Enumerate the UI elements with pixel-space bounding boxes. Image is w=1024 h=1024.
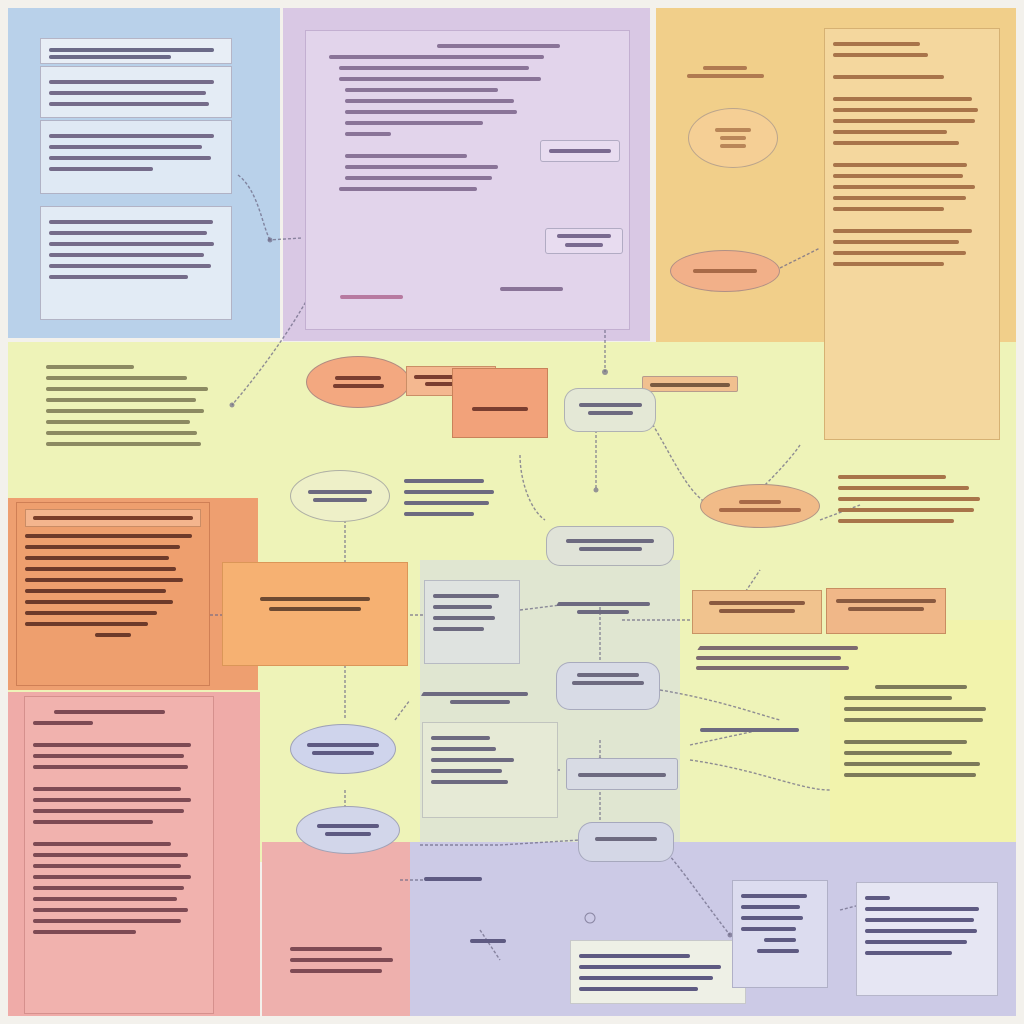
pill-node-center-1 — [564, 388, 656, 432]
connector — [231, 297, 309, 406]
pill-node-center-4 — [566, 758, 678, 790]
orange-left-header — [25, 509, 201, 527]
connector — [689, 759, 831, 791]
connector — [519, 454, 546, 521]
label-bottom-2 — [470, 934, 510, 948]
text-card-pink-left — [24, 696, 214, 1014]
text-card-blue-3 — [40, 206, 232, 320]
label-box-purple-2 — [545, 228, 623, 254]
text-card-purple-main — [305, 30, 630, 330]
cloud-node-center-yellow — [290, 470, 390, 522]
cloud-node-orange-2 — [688, 108, 778, 168]
label-center-3 — [556, 598, 660, 620]
label-box-orange-mid — [692, 590, 822, 634]
connector — [519, 604, 561, 611]
text-card-center-3 — [422, 722, 558, 818]
label-box-purple-1 — [540, 140, 620, 162]
connector — [394, 699, 411, 721]
connector — [267, 237, 303, 241]
text-card-yellow-left — [38, 352, 230, 480]
text-card-orange-left — [16, 502, 210, 686]
connector-node — [593, 487, 599, 493]
label-center-5 — [700, 724, 810, 736]
text-card-center-1 — [396, 466, 512, 528]
pill-node-center-5 — [578, 822, 674, 862]
label-purple-4 — [500, 283, 570, 295]
label-center-4 — [420, 688, 540, 714]
text-card-bottom-right-1 — [732, 880, 828, 988]
cloud-node-orange-4 — [700, 484, 820, 528]
text-card-right-yellow — [836, 672, 1006, 832]
label-bottom-1 — [424, 872, 488, 886]
connector — [237, 174, 271, 241]
connector-node — [229, 402, 235, 408]
label-box-orange-center-2 — [452, 368, 548, 438]
connector — [779, 247, 821, 269]
pill-node-center-3 — [556, 662, 660, 710]
label-box-center-right — [642, 376, 738, 392]
label-right-1 — [696, 642, 866, 690]
pill-node-center-2 — [546, 526, 674, 566]
cloud-node-lavender-2 — [296, 806, 400, 854]
connector-node — [267, 237, 273, 243]
text-card-blue-header — [40, 38, 232, 64]
text-card-blue-1 — [40, 66, 232, 118]
cloud-node-orange-3 — [670, 250, 780, 292]
label-purple-3 — [340, 288, 410, 304]
connector — [819, 504, 861, 521]
text-card-orange-right-2 — [830, 462, 1000, 558]
text-card-pink-bottom — [282, 934, 406, 974]
text-card-blue-2 — [40, 120, 232, 194]
region-pink-lower — [262, 842, 410, 1016]
connector — [689, 729, 761, 746]
text-card-bottom-right-2 — [856, 882, 998, 996]
connector — [499, 839, 581, 846]
connector-node — [584, 912, 596, 924]
region-light-yellow-right — [830, 620, 1016, 875]
cloud-node-orange-1 — [670, 48, 780, 96]
connector — [479, 929, 501, 961]
connector — [664, 849, 731, 936]
connector — [659, 689, 781, 721]
cloud-node-orange-center — [306, 356, 410, 408]
text-card-bottom-center — [570, 940, 746, 1004]
cloud-node-lavender-1 — [290, 724, 396, 774]
label-box-orange-right — [826, 588, 946, 634]
text-card-orange-right-1 — [824, 28, 1000, 440]
text-card-center-2 — [424, 580, 520, 664]
connector-node — [727, 932, 733, 938]
label-box-orange-center-3 — [222, 562, 408, 666]
connector-node — [602, 369, 608, 375]
